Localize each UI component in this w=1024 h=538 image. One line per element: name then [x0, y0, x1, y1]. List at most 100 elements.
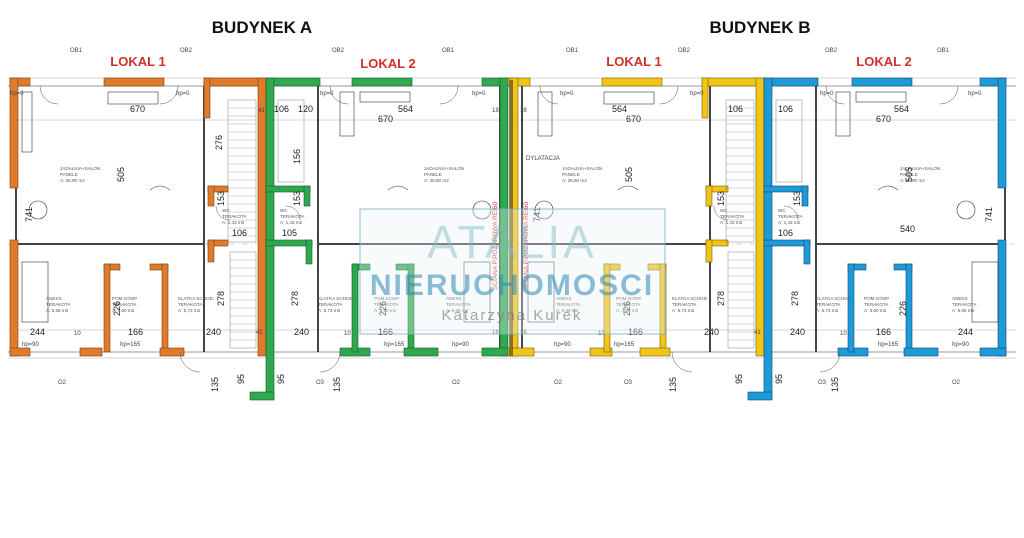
svg-text:O2: O2: [58, 380, 67, 386]
svg-text:O3: O3: [624, 380, 633, 386]
svg-text:564: 564: [612, 104, 627, 114]
svg-text:ANEKS: ANEKS: [446, 296, 462, 301]
room-labels: JADALNIA+SALON PANELE A: 26,90 m2 JADALN…: [46, 166, 977, 313]
svg-text:153: 153: [292, 191, 302, 206]
svg-text:153: 153: [716, 191, 726, 206]
svg-text:OB1: OB1: [937, 48, 950, 54]
svg-text:hp=165: hp=165: [878, 342, 899, 348]
svg-text:hp=165: hp=165: [614, 342, 635, 348]
svg-text:WC: WC: [720, 208, 728, 213]
svg-text:KLATKA SCHOD.: KLATKA SCHOD.: [318, 296, 354, 301]
svg-text:TERAKOTA: TERAKOTA: [672, 302, 697, 307]
svg-text:278: 278: [790, 291, 800, 306]
svg-text:OB1: OB1: [566, 48, 579, 54]
svg-text:240: 240: [790, 327, 805, 337]
svg-text:POM.GOSP.: POM.GOSP.: [864, 296, 890, 301]
svg-text:JADALNIA+SALON: JADALNIA+SALON: [424, 166, 464, 171]
svg-text:hp=0: hp=0: [690, 91, 704, 97]
svg-text:A: 26,90 m2: A: 26,90 m2: [424, 178, 449, 183]
svg-text:95: 95: [276, 374, 286, 384]
svg-text:240: 240: [294, 327, 309, 337]
svg-text:A: 5,66 m2: A: 5,66 m2: [46, 308, 69, 313]
svg-text:POM.GOSP.: POM.GOSP.: [616, 296, 642, 301]
svg-text:670: 670: [876, 114, 891, 124]
svg-text:ANEKS: ANEKS: [556, 296, 572, 301]
svg-text:106: 106: [728, 104, 743, 114]
svg-text:PANELE: PANELE: [60, 172, 78, 177]
svg-text:JADALNIA+SALON: JADALNIA+SALON: [60, 166, 100, 171]
svg-text:hp=90: hp=90: [554, 342, 572, 348]
svg-text:156: 156: [292, 149, 302, 164]
svg-text:276: 276: [214, 135, 224, 150]
unit-label-b2: LOKAL 2: [856, 54, 911, 69]
fire-wall-label-left: ŚCIANA P.POŻAROWA REI60: [490, 201, 499, 290]
svg-text:153: 153: [792, 191, 802, 206]
unit-b1-walls: [507, 77, 765, 357]
svg-text:A: 1,43 m2: A: 1,43 m2: [280, 220, 303, 225]
svg-text:WC: WC: [280, 208, 288, 213]
dimension-labels: hp=0 hp=0 hp=0 hp=0 hp=0 hp=0 hp=0 hp=0 …: [10, 91, 994, 392]
svg-text:TERAKOTA: TERAKOTA: [446, 302, 471, 307]
svg-text:KLATKA SCHOD.: KLATKA SCHOD.: [816, 296, 852, 301]
building-a-title: BUDYNEK A: [212, 18, 312, 37]
stair-runs: [227, 99, 803, 349]
svg-text:505: 505: [624, 167, 634, 182]
svg-text:hp=90: hp=90: [452, 342, 470, 348]
svg-text:ANEKS: ANEKS: [46, 296, 62, 301]
svg-text:A: 26,90 m2: A: 26,90 m2: [900, 178, 925, 183]
svg-text:226: 226: [622, 301, 632, 316]
svg-text:TERAKOTA: TERAKOTA: [816, 302, 841, 307]
svg-text:135: 135: [332, 377, 342, 392]
svg-text:TERAKOTA: TERAKOTA: [864, 302, 889, 307]
svg-text:95: 95: [734, 374, 744, 384]
svg-text:166: 166: [378, 327, 393, 337]
unit-a1-walls: [9, 77, 267, 357]
svg-text:hp=0: hp=0: [472, 91, 486, 97]
svg-text:JADALNIA+SALON: JADALNIA+SALON: [900, 166, 940, 171]
svg-text:135: 135: [668, 377, 678, 392]
building-b-title: BUDYNEK B: [709, 18, 810, 37]
svg-text:10: 10: [840, 331, 847, 337]
svg-text:TERAKOTA: TERAKOTA: [778, 214, 803, 219]
door-swings: [39, 85, 959, 373]
svg-text:OB2: OB2: [678, 48, 691, 54]
svg-text:153: 153: [216, 191, 226, 206]
unit-b2-walls: [747, 77, 1007, 401]
svg-text:WC: WC: [222, 208, 230, 213]
svg-text:hp=165: hp=165: [384, 342, 405, 348]
svg-text:PANELE: PANELE: [900, 172, 918, 177]
svg-text:A: 3,60 m2: A: 3,60 m2: [112, 308, 135, 313]
svg-text:O2: O2: [952, 380, 961, 386]
svg-text:135: 135: [830, 377, 840, 392]
svg-text:244: 244: [30, 327, 45, 337]
watermark-line-1: ATALIA: [427, 216, 597, 268]
svg-text:18: 18: [520, 108, 527, 114]
svg-text:hp=0: hp=0: [820, 91, 834, 97]
svg-text:106: 106: [778, 228, 793, 238]
svg-text:95: 95: [774, 374, 784, 384]
svg-text:120: 120: [298, 104, 313, 114]
svg-text:hp=0: hp=0: [320, 91, 334, 97]
svg-text:741: 741: [24, 207, 34, 222]
svg-text:41: 41: [754, 330, 761, 336]
svg-text:244: 244: [958, 327, 973, 337]
svg-text:POM.GOSP.: POM.GOSP.: [374, 296, 400, 301]
svg-text:10: 10: [344, 331, 351, 337]
svg-text:A: 5,73 m2: A: 5,73 m2: [318, 308, 341, 313]
svg-text:540: 540: [900, 224, 915, 234]
svg-text:A: 3,60 m2: A: 3,60 m2: [616, 308, 639, 313]
svg-text:TERAKOTA: TERAKOTA: [318, 302, 343, 307]
svg-text:A: 3,60 m2: A: 3,60 m2: [864, 308, 887, 313]
unit-label-b1: LOKAL 1: [606, 54, 661, 69]
svg-text:POM.GOSP.: POM.GOSP.: [112, 296, 138, 301]
svg-text:741: 741: [532, 207, 542, 222]
svg-text:240: 240: [206, 327, 221, 337]
svg-text:hp=165: hp=165: [120, 342, 141, 348]
svg-text:166: 166: [876, 327, 891, 337]
svg-text:TERAKOTA: TERAKOTA: [280, 214, 305, 219]
svg-text:41: 41: [256, 330, 263, 336]
svg-text:OB1: OB1: [442, 48, 455, 54]
svg-text:A: 5,73 m2: A: 5,73 m2: [178, 308, 201, 313]
svg-text:166: 166: [128, 327, 143, 337]
